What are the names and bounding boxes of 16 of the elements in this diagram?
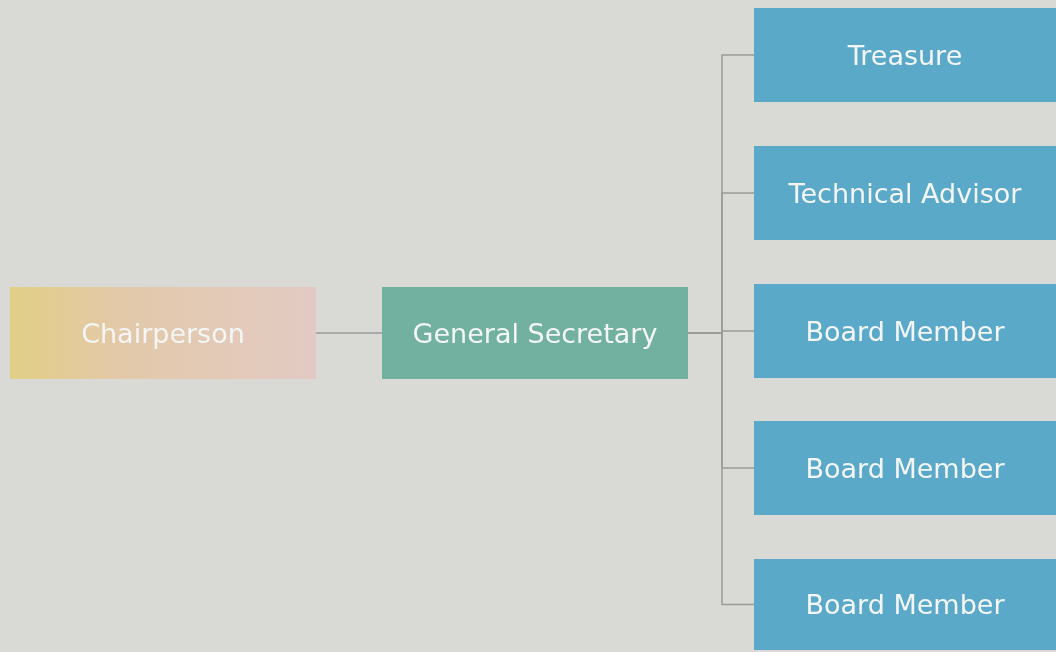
role-box bbox=[754, 284, 1056, 378]
role-box bbox=[10, 287, 316, 379]
role-label: Technical Advisor bbox=[788, 177, 1022, 209]
role-box bbox=[754, 421, 1056, 515]
connector-line bbox=[315, 332, 383, 334]
role-box bbox=[382, 287, 688, 379]
role-label: Chairperson bbox=[81, 317, 245, 349]
role-label: Board Member bbox=[805, 315, 1005, 347]
role-label: General Secretary bbox=[412, 317, 658, 349]
role-label: Treasure bbox=[847, 39, 963, 71]
role-label: Board Member bbox=[805, 452, 1005, 484]
role-box bbox=[754, 559, 1056, 650]
connector-line bbox=[687, 332, 755, 606]
role-box bbox=[754, 146, 1056, 240]
role-box bbox=[754, 8, 1056, 102]
role-label: Board Member bbox=[805, 589, 1005, 620]
